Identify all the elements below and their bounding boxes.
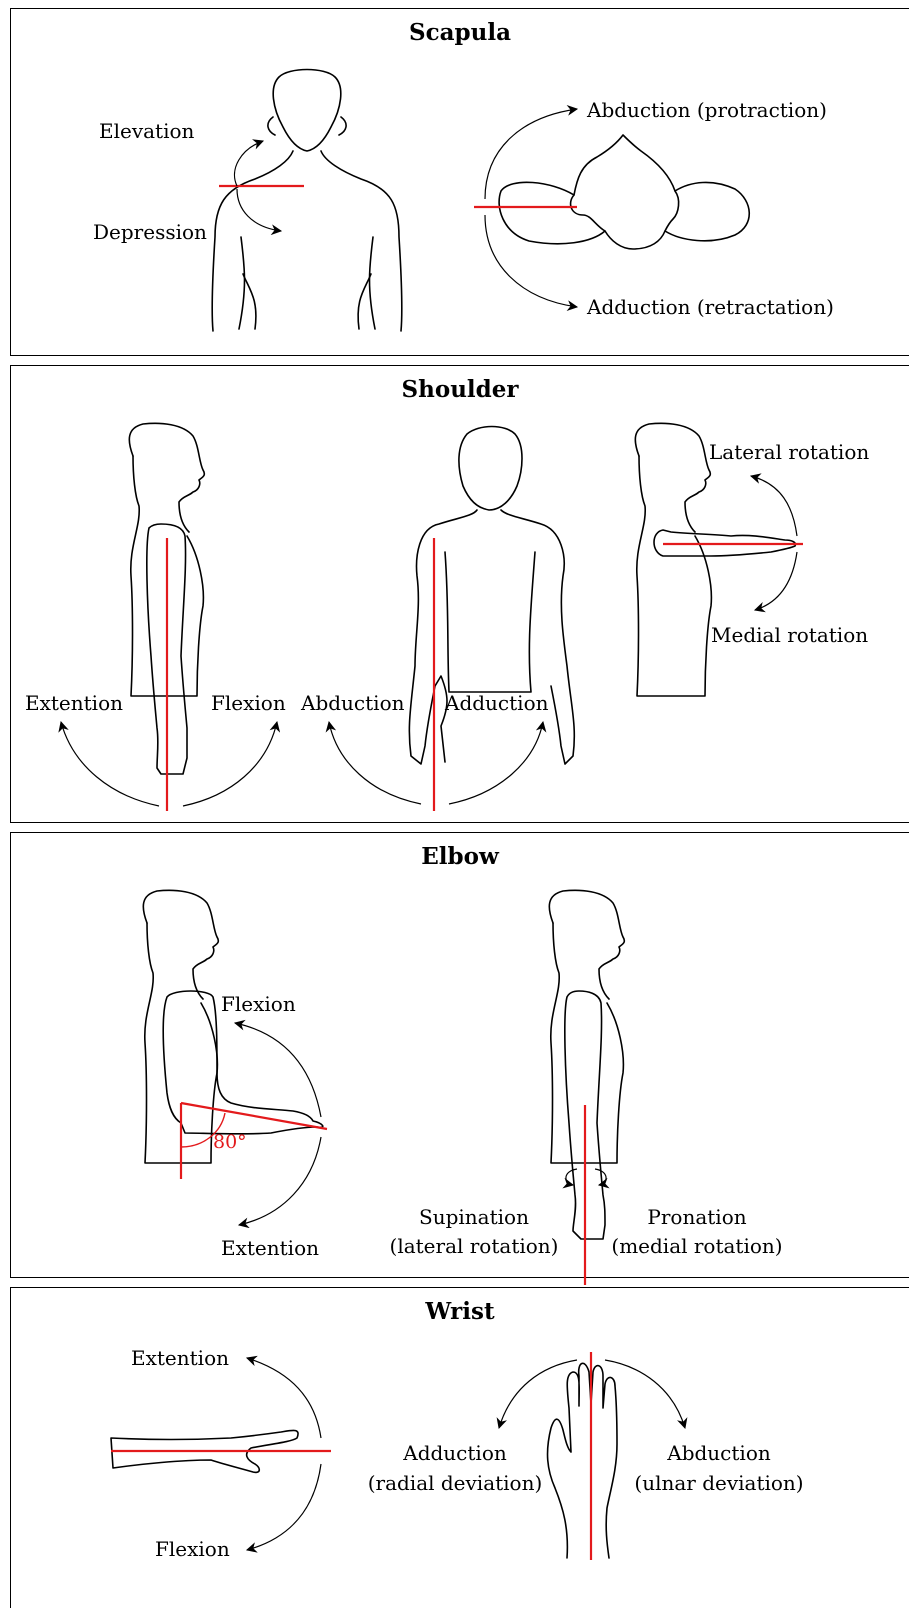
elbow-flexion-arrow: [235, 1023, 321, 1117]
abduction-arrow: [329, 722, 421, 804]
elevation-arrow: [235, 141, 263, 186]
lateral-rotation-arrow: [751, 476, 797, 536]
wrist-adduction-note: (radial deviation): [361, 1471, 549, 1495]
pronation-note: (medial rotation): [605, 1234, 789, 1258]
elevation-label: Elevation: [99, 119, 194, 143]
adduction-arrow: [449, 722, 543, 804]
medial-rotation-arrow: [755, 552, 797, 610]
wrist-adduction-label: Adduction: [361, 1441, 549, 1465]
shoulder-panel: Shoulder Extention Flexion: [10, 365, 909, 823]
wrist-hand-figure: [548, 1363, 617, 1558]
flexion-arrow: [183, 722, 277, 806]
medial-rotation-label: Medial rotation: [711, 623, 868, 647]
supination-arrow: [566, 1169, 577, 1185]
wrist-flexion-label: Flexion: [155, 1537, 230, 1561]
depression-label: Depression: [93, 220, 207, 244]
lateral-rotation-label: Lateral rotation: [709, 440, 869, 464]
pronation-label: Pronation: [605, 1205, 789, 1229]
shoulder-extension-label: Extention: [25, 691, 123, 715]
supination-note: (lateral rotation): [383, 1234, 565, 1258]
wrist-extension-arrow: [247, 1358, 321, 1438]
elbow-extension-arrow: [239, 1137, 321, 1225]
supination-label: Supination: [383, 1205, 565, 1229]
torso-front-figure: [212, 70, 402, 332]
wrist-abduction-note: (ulnar deviation): [629, 1471, 809, 1495]
retraction-arrow: [485, 215, 577, 307]
elbow-angle-label: 80°: [213, 1130, 247, 1154]
wrist-panel: Wrist Extention Flexion Adduction (radia…: [10, 1287, 909, 1608]
elbow-rotation-figure: [549, 890, 624, 1239]
wrist-flexion-arrow: [247, 1464, 321, 1550]
shoulder-abduction-label: Abduction: [301, 691, 405, 715]
scapula-panel: Scapula Elevation Depression Abduction (…: [10, 8, 909, 356]
scapula-top-view-figure: [499, 135, 749, 249]
elbow-flexion-label: Flexion: [221, 992, 296, 1016]
abduction-protraction-label: Abduction (protraction): [587, 98, 827, 122]
protraction-arrow: [485, 109, 577, 199]
elbow-panel: Elbow Flexion Extention 80° Supination (…: [10, 832, 909, 1278]
elbow-extension-label: Extention: [221, 1236, 319, 1260]
shoulder-adduction-label: Adduction: [445, 691, 549, 715]
shoulder-figure: [11, 366, 909, 824]
wrist-abduction-label: Abduction: [629, 1441, 809, 1465]
side-profile-figure-2: [635, 423, 795, 696]
adduction-retraction-label: Adduction (retractation): [587, 295, 834, 319]
wrist-adduction-arrow: [499, 1360, 577, 1428]
elbow-flexion-figure: [143, 890, 322, 1163]
shoulder-flexion-label: Flexion: [211, 691, 286, 715]
extension-arrow: [61, 722, 159, 806]
depression-arrow: [237, 189, 281, 231]
wrist-extension-label: Extention: [131, 1346, 229, 1370]
